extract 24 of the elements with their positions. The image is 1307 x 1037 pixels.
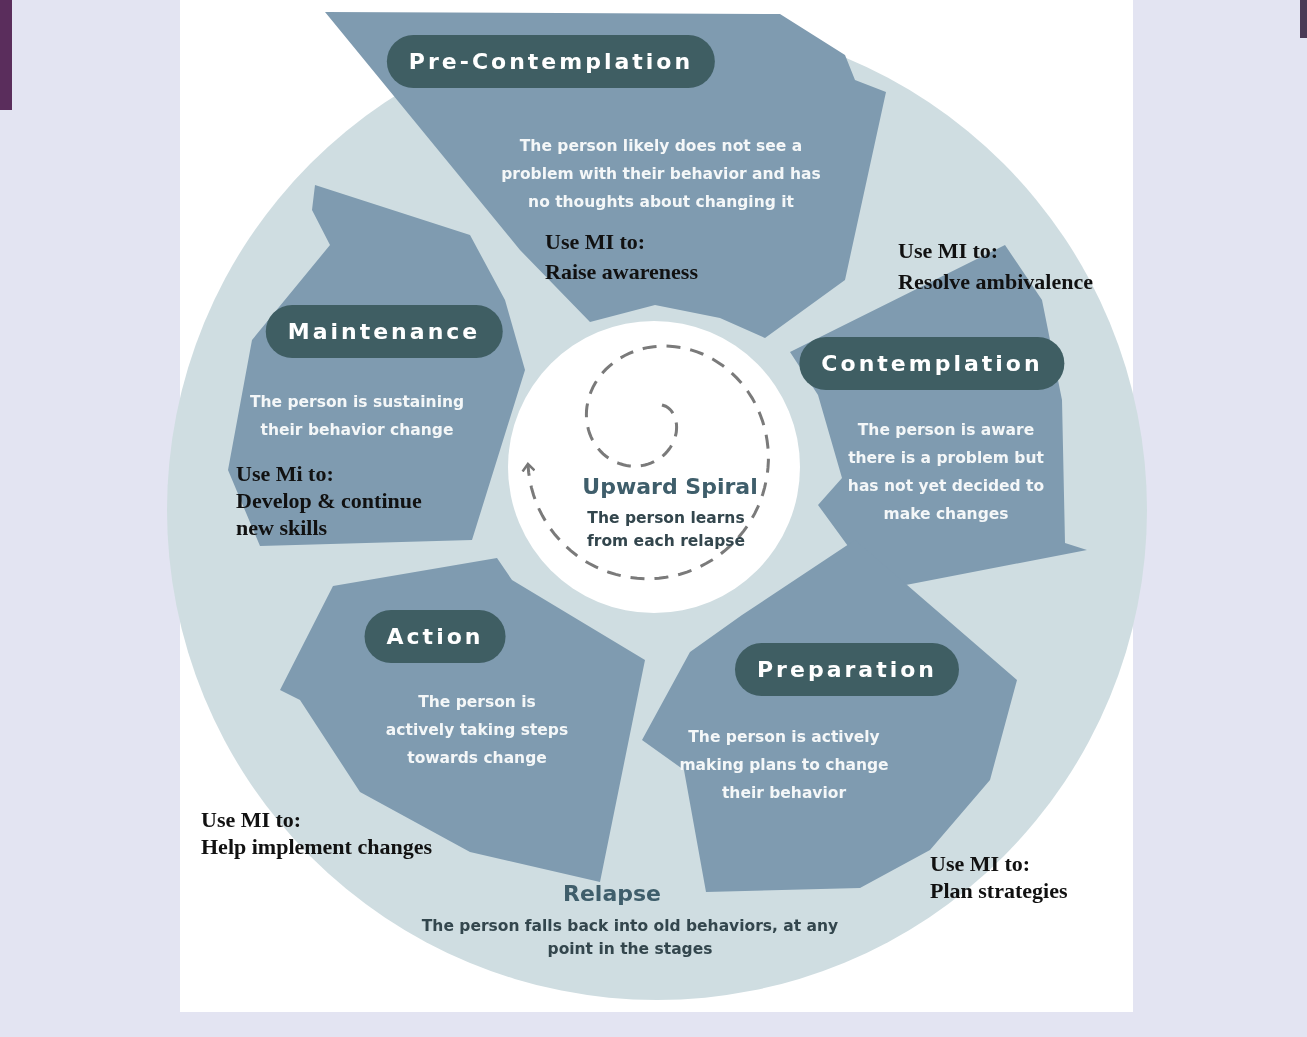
note: Use MI to: bbox=[930, 850, 1031, 877]
note: Use MI to: bbox=[201, 806, 302, 833]
stage-title: Preparation bbox=[735, 643, 959, 696]
description: The person likely does not see a problem with their behavior and has no thoughts about changing it bbox=[500, 136, 822, 213]
description: The person is actively making plans to change their behavior bbox=[678, 727, 890, 804]
description: The person falls back into old behaviors, at any point in the stages bbox=[420, 916, 840, 960]
stage-title: Action bbox=[364, 610, 506, 663]
stage-title: Maintenance bbox=[265, 305, 503, 358]
note: Use MI to: bbox=[545, 228, 646, 255]
note: Use Mi to: bbox=[236, 460, 334, 487]
heading: Relapse bbox=[563, 881, 661, 906]
heading: Upward Spiral bbox=[582, 474, 758, 499]
note: Raise awareness bbox=[545, 258, 698, 285]
note: Develop & continue new skills bbox=[236, 487, 423, 541]
note: Resolve ambivalence bbox=[898, 268, 1093, 295]
description: The person is sustaining their behavior change bbox=[248, 392, 466, 441]
description: The person is actively taking steps towards change bbox=[384, 692, 570, 769]
description: The person learns from each relapse bbox=[586, 508, 746, 552]
note: Use MI to: bbox=[898, 237, 999, 264]
stage-title: Pre-Contemplation bbox=[386, 35, 716, 88]
stage-title: Contemplation bbox=[799, 337, 1065, 390]
note: Help implement changes bbox=[201, 833, 432, 860]
note: Plan strategies bbox=[930, 877, 1068, 904]
description: The person is aware there is a problem but has not yet decided to make changes bbox=[846, 420, 1046, 525]
